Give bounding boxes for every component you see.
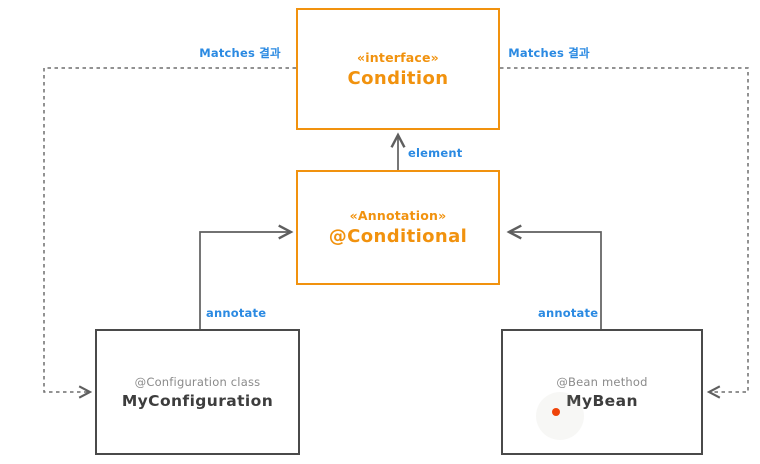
matches-edge-right [500, 67, 749, 392]
cursor-dot [552, 408, 560, 416]
node-conditional-title: @Conditional [328, 226, 468, 247]
annotate-edge-left [199, 232, 291, 329]
node-my-bean-stereotype: @Bean method [556, 374, 648, 389]
matches-edge-left [43, 67, 296, 392]
node-my-configuration[interactable]: @Configuration class MyConfiguration [95, 329, 300, 455]
node-my-bean-title: MyBean [566, 391, 638, 410]
node-my-configuration-stereotype: @Configuration class [134, 374, 261, 389]
node-conditional-stereotype: «Annotation» [349, 208, 447, 223]
node-condition[interactable]: «interface» Condition [296, 8, 500, 130]
node-conditional[interactable]: «Annotation» @Conditional [296, 170, 500, 285]
matches-label-left: Matches 결과 [199, 46, 281, 60]
node-my-bean[interactable]: @Bean method MyBean [501, 329, 703, 455]
matches-label-right: Matches 결과 [508, 46, 590, 60]
node-condition-title: Condition [347, 67, 449, 89]
node-condition-stereotype: «interface» [357, 49, 439, 65]
cursor-halo [536, 392, 584, 440]
annotate-label-right: annotate [538, 306, 599, 320]
annotate-label-left: annotate [206, 306, 267, 320]
element-label: element [408, 146, 463, 160]
annotate-edge-right [509, 232, 602, 329]
node-my-configuration-title: MyConfiguration [121, 391, 274, 410]
